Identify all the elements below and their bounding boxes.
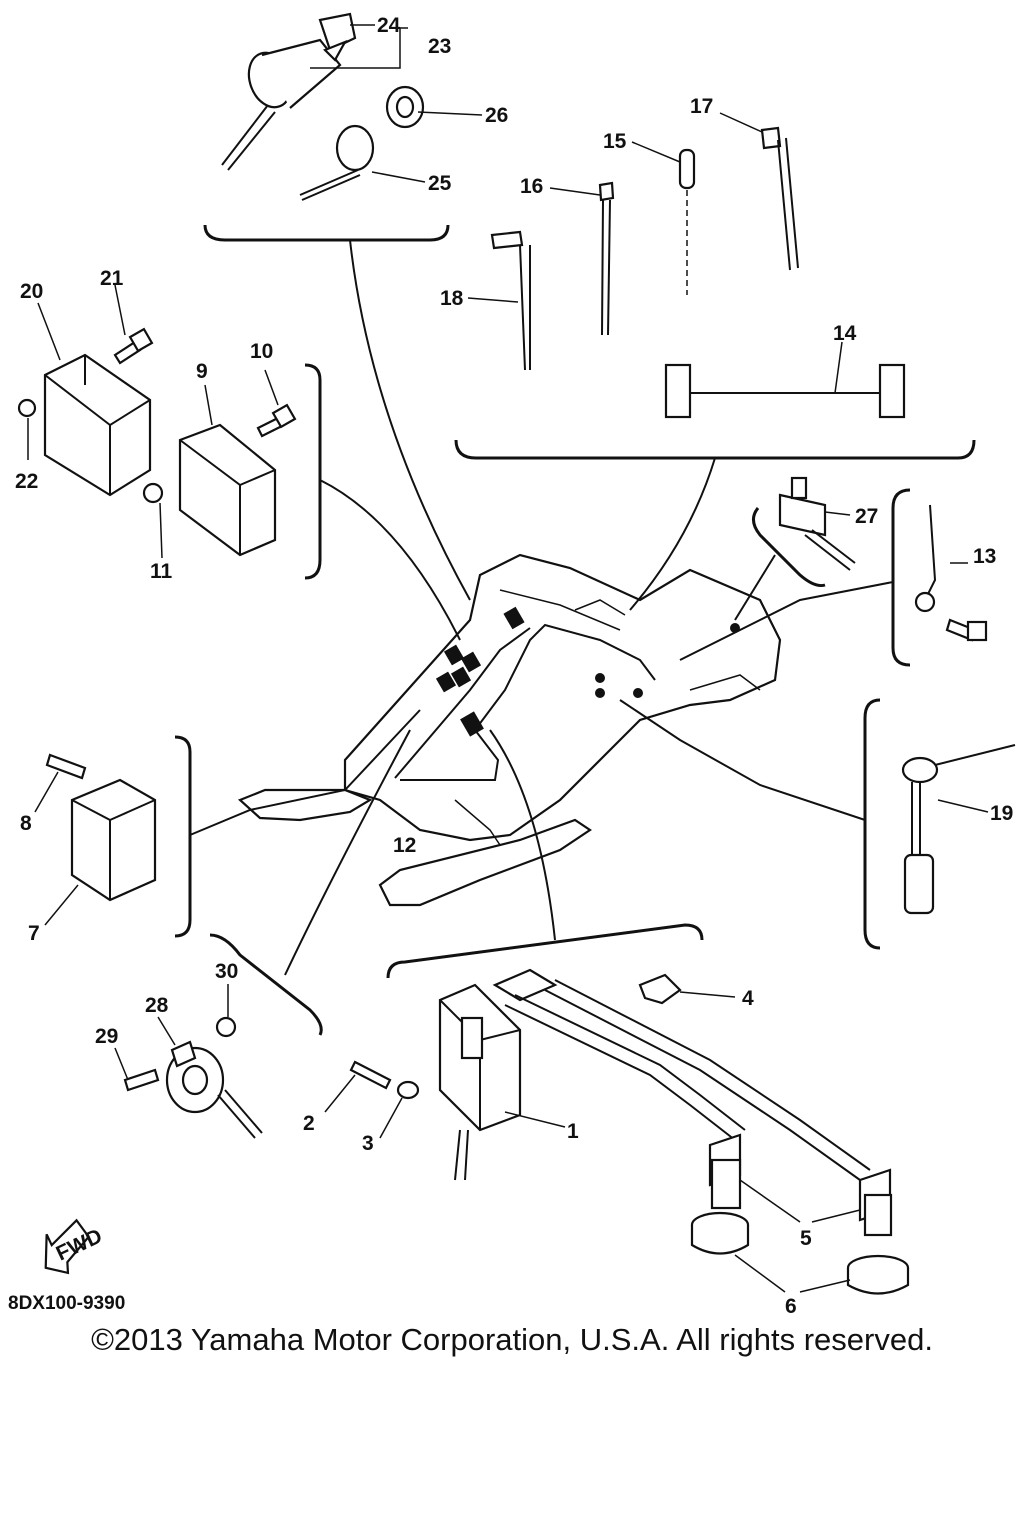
callout-15: 15 (603, 130, 627, 153)
callout-29: 29 (95, 1025, 118, 1048)
callout-30: 30 (215, 960, 238, 983)
right-parts-group (619, 476, 1016, 950)
callout-3: 3 (362, 1132, 374, 1155)
callout-21: 21 (100, 267, 124, 290)
callout-26: 26 (485, 104, 508, 127)
callout-8: 8 (20, 812, 32, 835)
callout-19: 19 (990, 802, 1013, 825)
callout-27: 27 (855, 505, 878, 528)
copyright-notice: ©2013 Yamaha Motor Corporation, U.S.A. A… (91, 1322, 933, 1357)
callout-2: 2 (303, 1112, 315, 1135)
relay-group (34, 709, 421, 938)
main-switch-group (203, 12, 483, 601)
callout-9: 9 (196, 360, 208, 383)
callout-22: 22 (15, 470, 38, 493)
wire-harness-branch (394, 627, 531, 779)
cable-ties-group (454, 112, 976, 611)
callout-13: 13 (973, 545, 996, 568)
catalog-code: 8DX100-9390 (8, 1293, 126, 1314)
callout-1: 1 (567, 1120, 579, 1143)
callout-12: 12 (393, 834, 416, 857)
callout-18: 18 (440, 287, 464, 310)
callout-28: 28 (145, 994, 169, 1017)
harness-connectors (435, 606, 740, 737)
callout-5: 5 (800, 1227, 812, 1250)
callout-23: 23 (428, 35, 451, 58)
callout-14: 14 (833, 322, 857, 345)
fwd-arrow-icon: FWD (44, 1218, 106, 1275)
callout-4: 4 (742, 987, 754, 1010)
callout-16: 16 (520, 175, 543, 198)
callout-24: 24 (377, 14, 401, 37)
cdi-unit-group (17, 284, 461, 641)
callout-25: 25 (428, 172, 452, 195)
callout-10: 10 (250, 340, 273, 363)
callout-6: 6 (785, 1295, 797, 1318)
callout-11: 11 (150, 560, 173, 583)
snowmobile-chassis (237, 553, 782, 907)
callout-17: 17 (690, 95, 713, 118)
callout-20: 20 (20, 280, 43, 303)
callout-labels: 1 2 3 4 5 6 7 8 9 10 11 12 13 14 15 16 1… (15, 14, 1013, 1318)
ignition-coil-group (324, 729, 910, 1295)
sensor-group (114, 729, 411, 1139)
callout-7: 7 (28, 922, 40, 945)
wire-harness (400, 623, 656, 781)
